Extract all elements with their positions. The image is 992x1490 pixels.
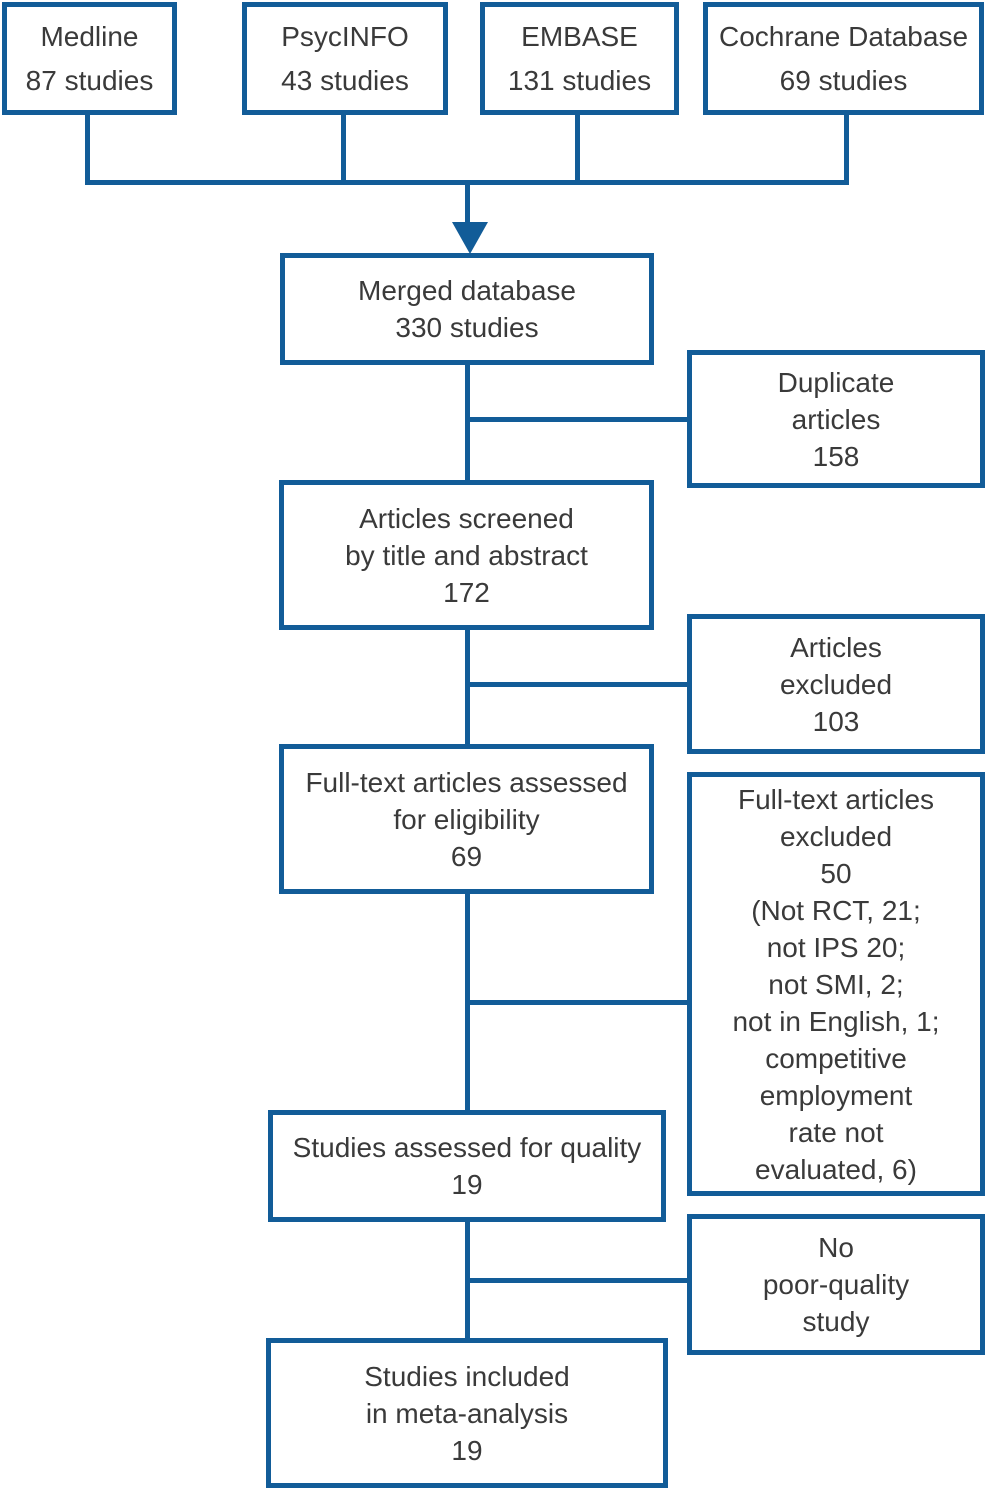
- box-merged-database: Merged database 330 studies: [280, 253, 654, 365]
- box-no-poor-quality: No poor-quality study: [687, 1214, 985, 1355]
- box-fulltext-excluded: Full-text articles excluded 50 (Not RCT,…: [687, 772, 985, 1196]
- box-embase: EMBASE 131 studies: [480, 2, 679, 115]
- connector-embase-stub: [575, 115, 580, 185]
- connector-arrow-stem: [465, 185, 470, 225]
- box-articles-excluded: Articles excluded 103: [687, 614, 985, 754]
- connector-branch-no-poor-quality: [466, 1278, 687, 1283]
- box-articles-screened: Articles screened by title and abstract …: [279, 480, 654, 630]
- down-arrow-icon: [452, 222, 488, 254]
- connector-trunk-2: [465, 630, 470, 744]
- connector-trunk-1: [465, 365, 470, 480]
- box-fulltext-assessed: Full-text articles assessed for eligibil…: [279, 744, 654, 894]
- box-medline: Medline 87 studies: [2, 2, 177, 115]
- box-included-meta-analysis: Studies included in meta-analysis 19: [266, 1338, 668, 1488]
- connector-branch-articles-excluded: [466, 682, 687, 687]
- box-duplicate-articles: Duplicate articles 158: [687, 350, 985, 488]
- connector-branch-fulltext-excluded: [466, 1000, 687, 1005]
- connector-branch-duplicate: [466, 417, 687, 422]
- box-psycinfo: PsycINFO 43 studies: [242, 2, 448, 115]
- connector-medline-stub: [85, 115, 90, 185]
- connector-cochrane-stub: [844, 115, 849, 185]
- connector-collector-line: [85, 180, 849, 185]
- connector-psycinfo-stub: [341, 115, 346, 185]
- box-cochrane: Cochrane Database 69 studies: [703, 2, 984, 115]
- box-quality-assessed: Studies assessed for quality 19: [268, 1110, 666, 1222]
